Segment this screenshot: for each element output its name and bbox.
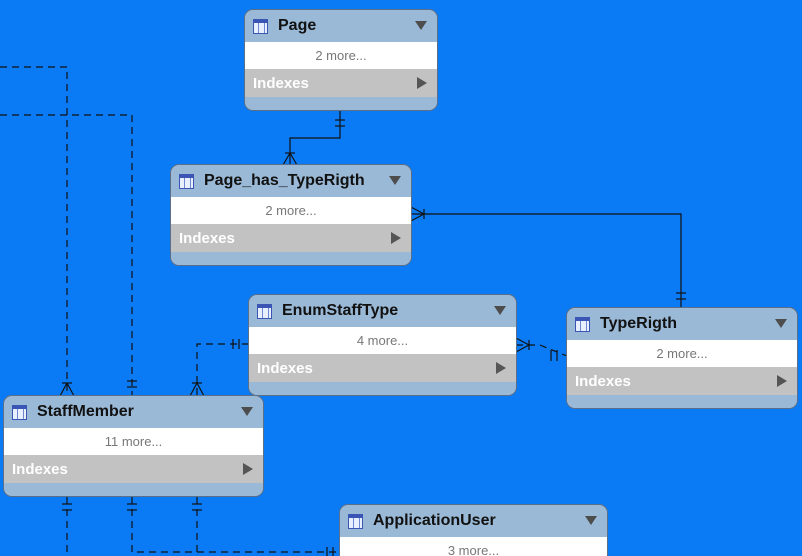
table-name: EnumStaffType bbox=[282, 302, 399, 319]
relation-page-to-page-has-typerigth bbox=[282, 110, 345, 166]
collapse-arrow-icon[interactable] bbox=[389, 176, 401, 185]
table-header[interactable]: EnumStaffType bbox=[249, 295, 516, 327]
relation-staffmember-to-applicationuser bbox=[127, 497, 340, 556]
table-applicationuser[interactable]: ApplicationUser 3 more... bbox=[340, 505, 607, 556]
columns-more-row[interactable]: 2 more... bbox=[171, 197, 411, 224]
collapse-arrow-icon[interactable] bbox=[494, 306, 506, 315]
expand-arrow-icon[interactable] bbox=[417, 77, 427, 89]
columns-more-row[interactable]: 11 more... bbox=[4, 428, 263, 455]
collapse-arrow-icon[interactable] bbox=[775, 319, 787, 328]
collapse-arrow-icon[interactable] bbox=[415, 21, 427, 30]
relation-offscreen-to-staffmember-a bbox=[0, 66, 75, 397]
table-footer bbox=[249, 382, 516, 395]
table-header[interactable]: Page bbox=[245, 10, 437, 42]
indexes-label: Indexes bbox=[179, 229, 235, 247]
indexes-label: Indexes bbox=[12, 460, 68, 478]
relation-offscreen-to-staffmember-b bbox=[0, 114, 137, 396]
relation-enumstafftype-to-staffmember bbox=[189, 339, 249, 397]
expand-arrow-icon[interactable] bbox=[777, 375, 787, 387]
table-header[interactable]: Page_has_TypeRigth bbox=[171, 165, 411, 197]
table-footer bbox=[171, 252, 411, 265]
indexes-label: Indexes bbox=[257, 359, 313, 377]
indexes-row[interactable]: Indexes bbox=[567, 367, 797, 395]
table-icon bbox=[575, 316, 590, 332]
indexes-row[interactable]: Indexes bbox=[245, 69, 437, 97]
indexes-label: Indexes bbox=[575, 372, 631, 390]
columns-more-row[interactable]: 4 more... bbox=[249, 327, 516, 354]
table-header[interactable]: StaffMember bbox=[4, 396, 263, 428]
table-icon bbox=[257, 303, 272, 319]
table-staffmember[interactable]: StaffMember 11 more... Indexes bbox=[4, 396, 263, 496]
table-icon bbox=[253, 18, 268, 34]
relation-typerigth-to-page-has-typerigth bbox=[410, 206, 686, 308]
table-header[interactable]: ApplicationUser bbox=[340, 505, 607, 537]
table-page[interactable]: Page 2 more... Indexes bbox=[245, 10, 437, 110]
table-name: ApplicationUser bbox=[373, 512, 496, 529]
table-header[interactable]: TypeRigth bbox=[567, 308, 797, 340]
table-name: Page bbox=[278, 17, 317, 34]
table-page-has-typerigth[interactable]: Page_has_TypeRigth 2 more... Indexes bbox=[171, 165, 411, 265]
table-icon bbox=[179, 173, 194, 189]
indexes-row[interactable]: Indexes bbox=[249, 354, 516, 382]
table-icon bbox=[12, 404, 27, 420]
columns-more-row[interactable]: 3 more... bbox=[340, 537, 607, 556]
table-enumstafftype[interactable]: EnumStaffType 4 more... Indexes bbox=[249, 295, 516, 395]
table-icon bbox=[348, 513, 363, 529]
relation-enumstafftype-to-typerigth bbox=[515, 337, 568, 361]
indexes-row[interactable]: Indexes bbox=[4, 455, 263, 483]
table-name: StaffMember bbox=[37, 403, 134, 420]
expand-arrow-icon[interactable] bbox=[496, 362, 506, 374]
columns-more-row[interactable]: 2 more... bbox=[567, 340, 797, 367]
expand-arrow-icon[interactable] bbox=[243, 463, 253, 475]
table-footer bbox=[567, 395, 797, 408]
collapse-arrow-icon[interactable] bbox=[241, 407, 253, 416]
columns-more-row[interactable]: 2 more... bbox=[245, 42, 437, 69]
table-name: Page_has_TypeRigth bbox=[204, 172, 365, 189]
indexes-label: Indexes bbox=[253, 74, 309, 92]
indexes-row[interactable]: Indexes bbox=[171, 224, 411, 252]
table-typerigth[interactable]: TypeRigth 2 more... Indexes bbox=[567, 308, 797, 408]
table-name: TypeRigth bbox=[600, 315, 678, 332]
relation-staffmember-down-c bbox=[192, 497, 202, 556]
relation-staffmember-down-a bbox=[62, 497, 72, 556]
collapse-arrow-icon[interactable] bbox=[585, 516, 597, 525]
table-footer bbox=[4, 483, 263, 496]
table-footer bbox=[245, 97, 437, 110]
expand-arrow-icon[interactable] bbox=[391, 232, 401, 244]
